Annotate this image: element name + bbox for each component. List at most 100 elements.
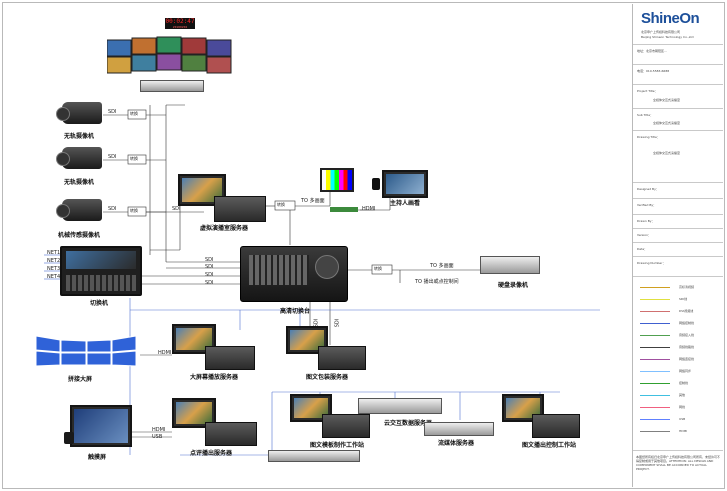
signal-label: HDMI: [158, 350, 172, 356]
tally-clock: 00:02:47 20180202: [165, 18, 195, 29]
camera-2-label: 无轨摄像机: [64, 179, 95, 186]
legend-label: HDMI: [679, 429, 688, 433]
legend-label: 控制线: [679, 381, 689, 385]
signal-label: TO 多画面: [430, 263, 454, 269]
project-row: Project Title： 全媒体交互式演播室: [633, 84, 723, 109]
legend-swatch: [640, 359, 670, 360]
virtual-studio-tower: [214, 196, 266, 222]
signal-label: SDI: [108, 206, 117, 212]
legend-swatch: [640, 371, 670, 372]
drawn-row: Drawn By：: [633, 214, 723, 229]
processor-rack: [140, 80, 204, 92]
signal-label: SDI: [172, 206, 181, 212]
playout-workstation-label: 图文播出控制工作站: [522, 442, 577, 449]
host-monitor-label: 主持人画看: [390, 200, 421, 207]
graphics-tower: [322, 414, 370, 438]
graphics-workstation-label: 图文模板制作工作站: [310, 442, 365, 449]
colorbar-monitor: [320, 168, 354, 192]
converter-label: 转换: [130, 208, 138, 213]
camera-1: [56, 102, 102, 124]
legend-label: 网络控制线: [679, 321, 695, 325]
packaging-tower: [318, 346, 366, 370]
company-cn: 北京申广上传媒科技有限公司: [641, 30, 681, 34]
host-camera: [372, 178, 380, 190]
camera-1-label: 无轨摄像机: [64, 133, 95, 140]
drawing-number-row: Drawing Number：: [633, 256, 723, 275]
legend-swatch: [640, 407, 670, 408]
address-row: 地址：北京市朝阳区...: [633, 44, 723, 65]
checked-row: Verified By：: [633, 198, 723, 215]
signal-label: TO 多画面: [301, 198, 325, 204]
tel-row: 电话：010-5583-6688: [633, 64, 723, 85]
legend-swatch: [640, 323, 670, 324]
legend-swatch: [640, 287, 670, 288]
signal-label: SDI: [334, 318, 341, 328]
footer-row: 本图纸所有权归北京申广上传媒科技有限公司所有，未经许可不得复制或用于其他项目。A…: [633, 450, 723, 487]
cloud-storage-rack: [358, 398, 442, 414]
legend-label: DVI视频线: [679, 309, 694, 313]
legend-swatch: [640, 335, 670, 336]
disk-recorder-label: 硬盘录像机: [498, 282, 529, 289]
monitor-wall: [106, 36, 232, 78]
signal-label: SDI: [205, 264, 214, 270]
legend-label: 网络连接线: [679, 357, 695, 361]
company-logo: ShineOn: [641, 10, 700, 27]
company-en: Beijing Shineon Technology Co.,Ltd: [641, 35, 694, 39]
portable-switcher-label: 切换机: [90, 300, 109, 307]
drawing-title-row: Drawing Title： 全媒体交互式演播室: [633, 130, 723, 171]
signal-label: HDMI: [152, 427, 166, 433]
packaging-server-label: 图文包装服务器: [306, 374, 349, 381]
signal-label: SDI: [108, 109, 117, 115]
legend-swatch: [640, 419, 670, 420]
legend-label: 高标清视频: [679, 285, 695, 289]
legend-swatch: [640, 347, 670, 348]
legend-swatch: [640, 299, 670, 300]
converter-label: 转换: [130, 156, 138, 161]
legend-label: 网络同步: [679, 369, 692, 373]
signal-label: SDI: [108, 154, 117, 160]
ondemand-tower: [205, 422, 257, 446]
virtual-server-label: 虚拟演播室服务器: [200, 225, 249, 232]
subtitle-row: Sub Title： 全媒体交互式演播室: [633, 108, 723, 131]
media-server-rack: [424, 422, 494, 436]
big-screen-server-label: 大屏幕播放服务器: [190, 374, 239, 381]
host-monitor: [382, 170, 428, 198]
designed-row: Designed By：: [633, 182, 723, 199]
legend-label: 其他: [679, 393, 686, 397]
converter-label: 转换: [374, 266, 382, 271]
touch-screen-label: 触摸屏: [88, 454, 107, 461]
legend-swatch: [640, 311, 670, 312]
net-label: NET2: [47, 258, 61, 264]
converter-label: 转换: [130, 111, 138, 116]
hd-console-label: 高清切换台: [280, 308, 311, 315]
net-label: NET3: [47, 266, 61, 272]
signal-label: USB: [152, 434, 163, 440]
splice-screen: [35, 332, 137, 370]
camera-2: [56, 147, 102, 169]
legend-label: USB: [679, 417, 686, 421]
date-row: Date：: [633, 242, 723, 257]
signal-label: SDI: [205, 257, 214, 263]
signal-label: SDI: [205, 272, 214, 278]
legend-label: 音频线路线: [679, 345, 695, 349]
signal-label: HDMI: [362, 206, 376, 212]
hd-switcher-console: [240, 246, 348, 302]
big-screen-tower: [205, 346, 255, 370]
signal-label: SDI: [205, 280, 214, 286]
legend-swatch: [640, 431, 670, 432]
camera-3: [56, 199, 102, 221]
touch-camera: [64, 432, 74, 444]
camera-3-label: 机械传感摄像机: [58, 232, 101, 239]
network-switch: [268, 450, 360, 462]
ondemand-server-label: 点评播出服务器: [190, 450, 233, 457]
playout-tower: [532, 414, 580, 438]
disk-recorder: [480, 256, 540, 274]
legend-label: 网线: [679, 405, 686, 409]
converter-label: 转换: [277, 202, 285, 207]
cloud-storage-label: 云交互数据服务器: [384, 420, 433, 427]
net-label: NET1: [47, 250, 61, 256]
signal-label: TO 播出或点控制间: [415, 279, 459, 285]
portable-switcher: [60, 246, 142, 296]
